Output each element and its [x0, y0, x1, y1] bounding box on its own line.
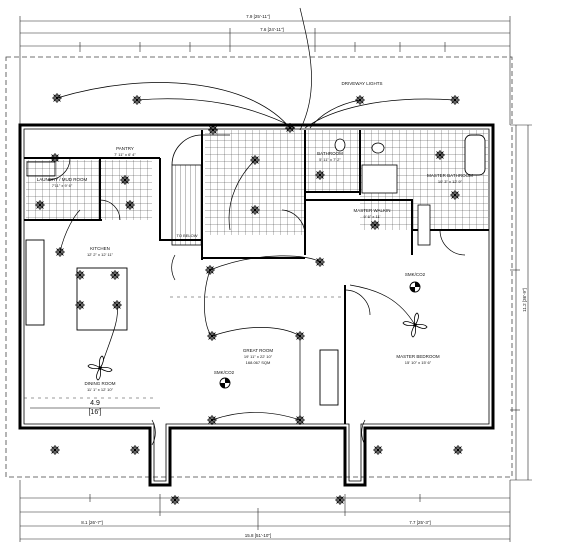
hall-tile — [205, 130, 305, 235]
dining-label: DINING ROOM — [85, 381, 116, 386]
doors — [47, 157, 466, 446]
master-bed-size: 15' 10" x 15' 6" — [405, 360, 432, 365]
deck-outline — [5, 56, 513, 478]
master-bed-label: MASTER BEDROOM — [396, 354, 440, 359]
toilet — [334, 138, 346, 152]
dim-label-meters: 4.9 — [90, 400, 100, 407]
top-mid-dim: 7.6 [24'-11"] — [260, 27, 284, 32]
master-walkin-size: 9' 6" x 11' — [364, 214, 381, 219]
great-room-area: 168.067 SQM — [246, 360, 271, 365]
vanity — [417, 204, 431, 246]
master-bath-label: MASTER BATHROOM — [427, 173, 473, 178]
bath-tile — [305, 130, 360, 192]
top-total-dim: 7.9 [25'-11"] — [246, 14, 270, 19]
bathtub — [464, 134, 486, 176]
laundry-label: LAUNDRY / MUD ROOM — [37, 177, 88, 182]
kitchen-label: KITCHEN — [90, 246, 110, 251]
smoke-label-bedroom: SMK/CO2 — [405, 272, 426, 277]
pantry-label: PANTRY — [116, 146, 134, 151]
right-dimensions — [510, 124, 532, 481]
master-walkin-label: MASTER WALKIN — [353, 208, 390, 213]
bottom-left-dim: 8.1 [26'-7"] — [81, 520, 102, 525]
to-below-label: TO BELOW — [176, 233, 197, 238]
bottom-right-dim: 7.7 [25'-3"] — [409, 520, 430, 525]
ceiling-fan-icon — [402, 312, 428, 338]
dim-label-feet: [16'] — [88, 409, 101, 416]
great-room-size: 19' 11" x 22' 10" — [244, 354, 273, 359]
stair-curve — [171, 134, 230, 166]
kitchen-counter — [25, 239, 45, 326]
smoke-label-great-room: SMK/CO2 — [214, 370, 235, 375]
fireplace — [319, 349, 339, 406]
master-bath-size: 10' 3" x 12' 9" — [438, 179, 463, 184]
interior-walls — [24, 130, 489, 424]
toilet-master — [371, 142, 385, 154]
great-room-label: GREAT ROOM — [243, 348, 274, 353]
ceiling-fan-icon — [87, 355, 113, 381]
bathroom-label: BATHROOM — [317, 151, 343, 156]
pantry-tile — [100, 160, 152, 220]
stair — [171, 164, 203, 246]
right-total-dim: 11.2 [36'-9"] — [522, 288, 527, 312]
pantry-size: 7' 11" x 6' 4" — [114, 152, 136, 157]
laundry-size: 7'11" x 9' 6" — [52, 183, 73, 188]
kitchen-size: 12' 2" x 12' 11" — [87, 252, 114, 257]
driveway-lights-label: DRIVEWAY LIGHTS — [342, 81, 383, 86]
shower — [361, 164, 398, 194]
laundry-appliances — [26, 161, 56, 177]
exterior-wall — [18, 123, 495, 487]
beam-lines — [24, 296, 345, 399]
laundry-tile — [26, 160, 102, 220]
smoke-detector-icon — [409, 281, 421, 293]
bottom-dimensions — [19, 480, 511, 542]
bathroom-size: 5' 11" x 7' 2" — [319, 157, 341, 162]
top-dimensions — [19, 16, 511, 125]
dining-size: 11' 1" x 12' 10" — [87, 387, 114, 392]
smoke-detector-icon — [219, 377, 231, 389]
bottom-total-dim: 15.8 [51'-10"] — [245, 533, 271, 538]
kitchen-island — [76, 267, 128, 331]
